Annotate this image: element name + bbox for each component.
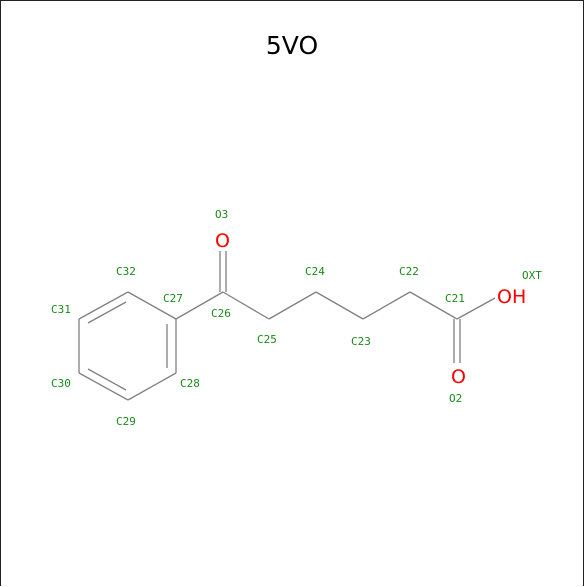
atom-label-c21: C21 (445, 292, 465, 305)
atom-label-c28: C28 (180, 377, 200, 390)
benzene-ring (78, 291, 177, 401)
atom-label-c30: C30 (51, 377, 71, 390)
atom-label-oxt: OXT (522, 269, 542, 282)
bond-inner-c30-c29 (87, 368, 127, 391)
atom-label-c24: C24 (305, 265, 325, 278)
bond-c32-c31 (78, 291, 129, 320)
atom-label-c31: C31 (51, 303, 71, 316)
bond-c22-c21 (409, 291, 458, 320)
atom-label-c29: C29 (116, 415, 136, 428)
atom-label-o3: O3 (215, 208, 228, 221)
bond-inner-c32-c31 (87, 301, 127, 324)
o2-symbol: O (451, 366, 466, 388)
bond-c25-c24 (268, 291, 317, 320)
bond-c23-c22 (362, 291, 411, 320)
atom-label-c25: C25 (257, 333, 277, 346)
bond-c27-c32 (127, 291, 177, 320)
oh-symbol: OH (497, 286, 526, 308)
atom-label-c27: C27 (163, 292, 183, 305)
molecule-title: 5VO (265, 31, 319, 60)
bond-c24-c23 (315, 291, 364, 320)
atom-label-c23: C23 (351, 335, 371, 348)
bond-c26-c25 (222, 291, 270, 320)
bond-c27-c26 (175, 291, 224, 320)
bond-c21-oxt (456, 297, 496, 320)
carbon-chain (175, 251, 496, 363)
bond-c30-c29 (78, 372, 129, 401)
atom-label-c32: C32 (116, 265, 136, 278)
atom-label-c22: C22 (399, 265, 419, 278)
atom-label-o2: O2 (449, 392, 462, 405)
atom-label-c26: C26 (211, 307, 231, 320)
bond-c29-c28 (127, 372, 177, 401)
o3-symbol: O (215, 230, 230, 252)
